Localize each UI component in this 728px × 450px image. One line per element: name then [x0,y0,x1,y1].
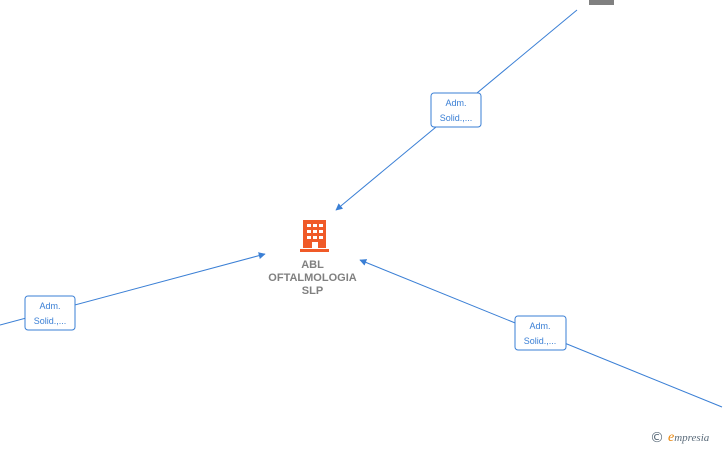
company-name[interactable]: ABL OFTALMOLOGIA SLP [255,259,370,298]
edge-label-top[interactable]: Adm. Solid.,... [430,92,482,128]
edge-label-left-line-2: Solid.,... [34,316,67,326]
person-icon[interactable] [589,0,614,5]
company-name-line-2: OFTALMOLOGIA [268,272,357,284]
edge-label-right-line-2: Solid.,... [524,336,557,346]
brand-initial: e [668,430,675,445]
empresia-watermark: © empresia [650,430,709,446]
edge-label-top-line-2: Solid.,... [440,113,473,123]
edge-label-left-line-1: Adm. [39,301,60,311]
company-name-line-1: ABL [301,259,324,271]
brand-rest: mpresia [674,432,710,444]
brand-logo: empresia [668,430,709,446]
edge-label-top-line-1: Adm. [445,98,466,108]
company-name-line-3: SLP [301,285,324,297]
edge-label-right[interactable]: Adm. Solid.,... [514,315,567,351]
building-icon[interactable] [300,220,329,252]
edge-label-right-line-1: Adm. [529,321,550,331]
edge-label-left[interactable]: Adm. Solid.,... [24,295,76,331]
copyright-icon: © [650,430,664,446]
